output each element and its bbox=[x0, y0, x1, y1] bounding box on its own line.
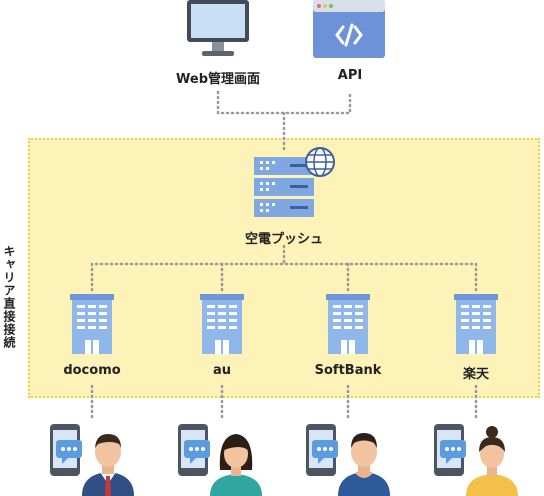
carrier-zone-label: キャリア直接接続 bbox=[2, 245, 16, 349]
carrier-label-rakuten: 楽天 bbox=[462, 367, 490, 382]
man-phone-icon bbox=[50, 424, 134, 496]
server-globe-icon bbox=[254, 147, 335, 217]
carrier-label-au: au bbox=[212, 363, 232, 378]
building-icon-rakuten bbox=[454, 294, 498, 354]
building-icon-softbank bbox=[326, 294, 370, 354]
carrier-label-softbank: SoftBank bbox=[314, 363, 382, 378]
carrier-label-docomo: docomo bbox=[63, 363, 121, 378]
woman-phone-icon bbox=[434, 424, 518, 496]
web-admin-label: Web管理画面 bbox=[176, 72, 260, 87]
man-phone-icon bbox=[306, 424, 390, 496]
building-icon-au bbox=[200, 294, 244, 354]
building-icon-docomo bbox=[70, 294, 114, 354]
monitor-icon bbox=[187, 0, 249, 56]
code-window-icon bbox=[313, 0, 385, 58]
server-label: 空電プッシュ bbox=[244, 232, 324, 247]
api-label: API bbox=[337, 68, 363, 83]
woman-phone-icon bbox=[178, 424, 262, 496]
